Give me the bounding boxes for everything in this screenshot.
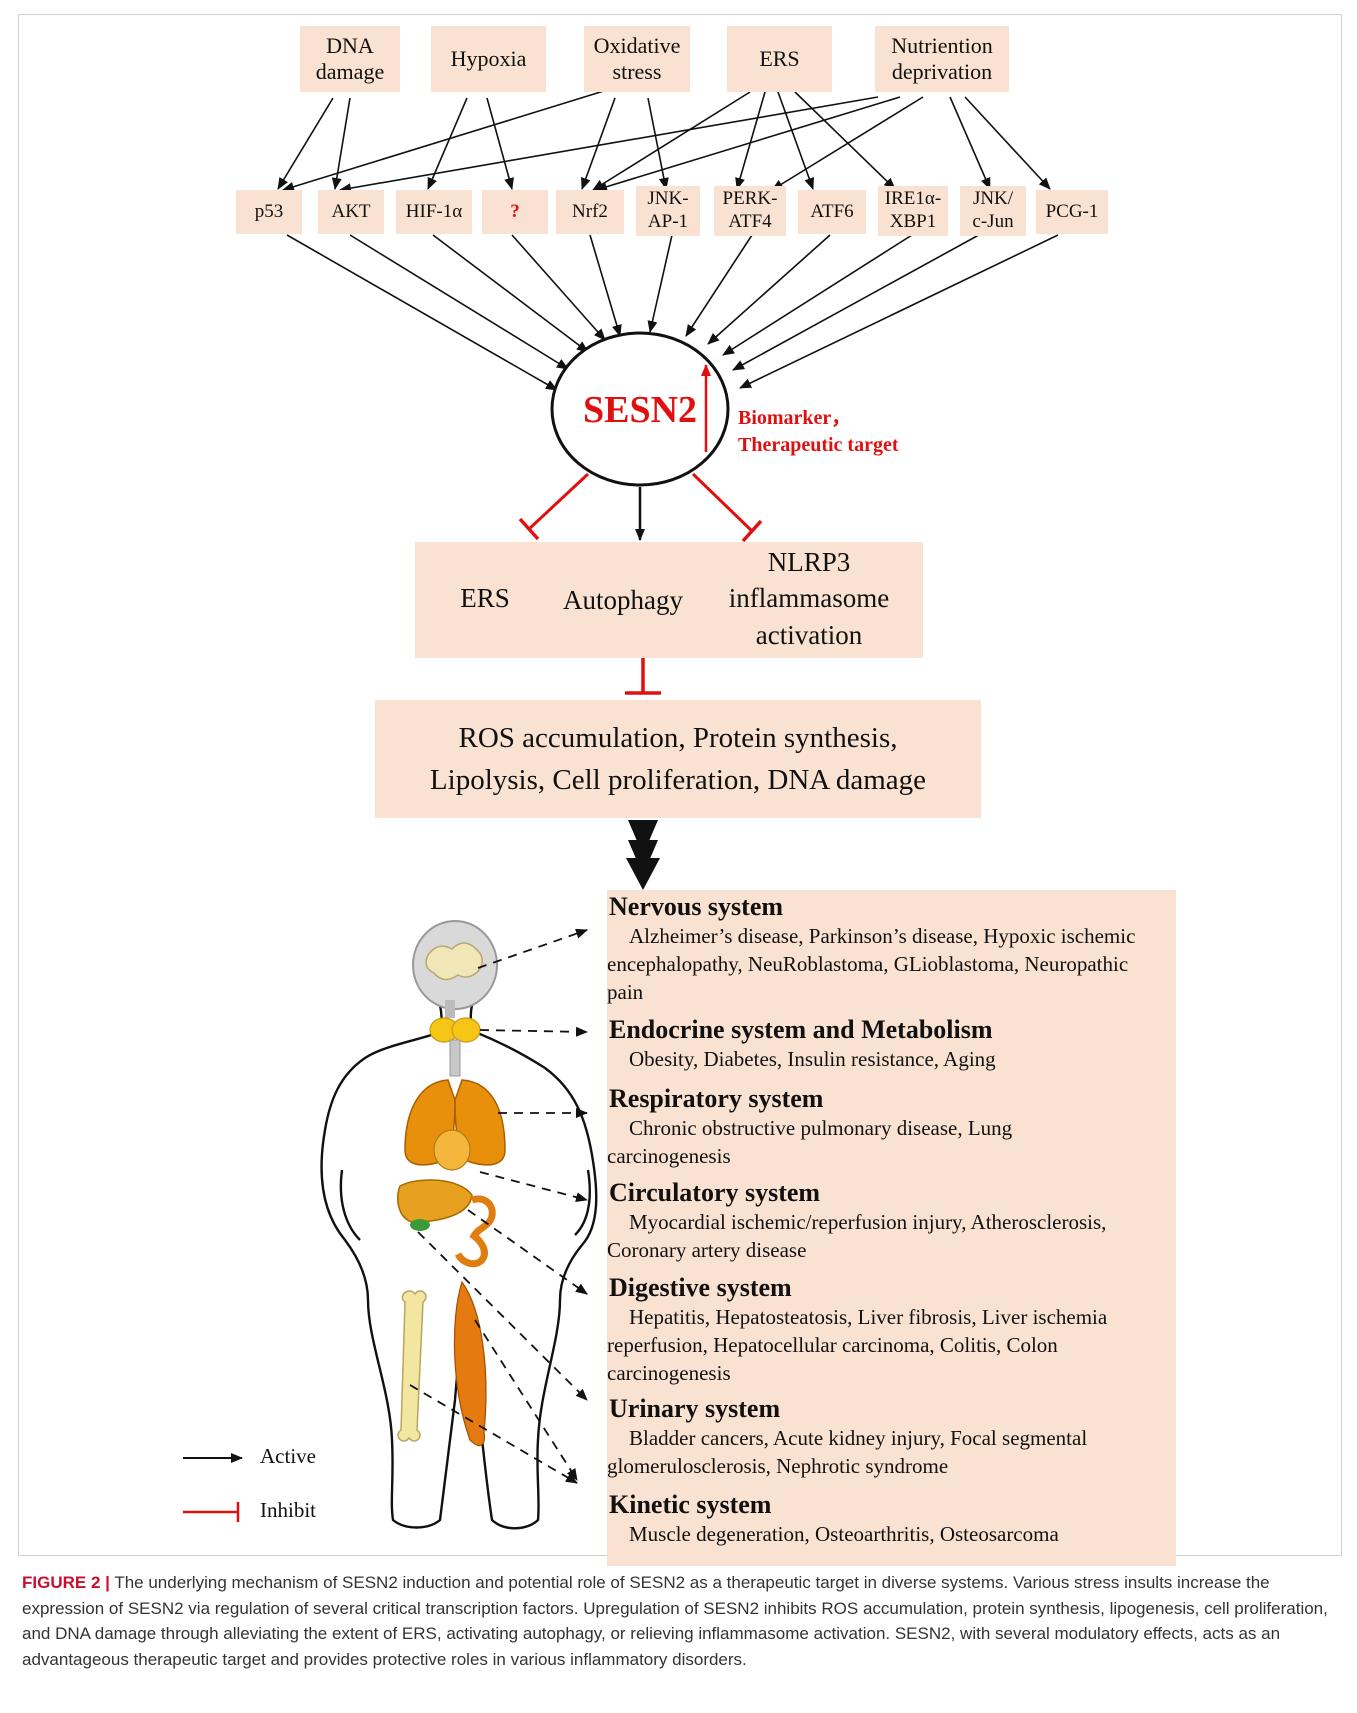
system-endocrine: Endocrine system and Metabolism Obesity,… [607,1015,1176,1073]
system-nervous: Nervous system Alzheimer’s disease, Park… [607,892,1176,1006]
caption-label: FIGURE 2 | [22,1573,110,1592]
system-desc: Myocardial ischemic/reperfusion injury, … [607,1208,1176,1264]
system-desc: Chronic obstructive pulmonary disease, L… [607,1114,1176,1170]
factor-jnk-cjun: JNK/ c-Jun [960,186,1026,236]
stressor-nutrient-deprivation: Nutriention deprivation [875,26,1009,92]
system-title: Urinary system [609,1394,1176,1424]
factor-unknown: ? [482,190,548,234]
sesn2-label: SESN2 [560,388,720,432]
factor-akt: AKT [318,190,384,234]
biomarker-note: Biomarker， Therapeutic target [738,405,899,459]
system-digestive: Digestive system Hepatitis, Hepatosteato… [607,1273,1176,1387]
figure-caption: FIGURE 2 | The underlying mechanism of S… [22,1570,1332,1672]
factor-perk-atf4: PERK- ATF4 [714,186,786,236]
stress-to-factor-arrows [278,90,1050,190]
stressor-dna-damage: DNA damage [300,26,400,92]
stressor-hypoxia: Hypoxia [431,26,546,92]
legend-marks [183,1458,242,1522]
human-body [322,1001,597,1528]
factor-atf6: ATF6 [798,190,866,234]
heart-icon [434,1130,470,1170]
outcome-arrow [626,820,660,890]
system-respiratory: Respiratory system Chronic obstructive p… [607,1084,1176,1170]
system-title: Endocrine system and Metabolism [609,1015,1176,1045]
system-desc: Hepatitis, Hepatosteatosis, Liver fibros… [607,1303,1176,1387]
mechanism-autophagy: Autophagy [548,582,698,618]
system-desc: Bladder cancers, Acute kidney injury, Fo… [607,1424,1176,1480]
system-urinary: Urinary system Bladder cancers, Acute ki… [607,1394,1176,1480]
system-desc: Muscle degeneration, Osteoarthritis, Ost… [607,1520,1176,1548]
mechanism-ers: ERS [448,580,522,616]
system-title: Nervous system [609,892,1176,922]
factor-p53: p53 [236,190,302,234]
stressor-ers: ERS [727,26,832,92]
outcomes-box: ROS accumulation, Protein synthesis, Lip… [375,700,981,818]
system-title: Kinetic system [609,1490,1176,1520]
factor-nrf2: Nrf2 [556,190,624,234]
legend-inhibit: Inhibit [260,1498,316,1523]
factor-jnk-ap1: JNK- AP-1 [636,186,700,236]
legend-active: Active [260,1444,316,1469]
mechanism-inhibit [625,658,661,693]
system-kinetic: Kinetic system Muscle degeneration, Oste… [607,1490,1176,1548]
mechanism-nlrp3: NLRP3 inflammasome activation [710,544,908,653]
factor-hif1a: HIF-1α [396,190,472,234]
factor-ire1a-xbp1: IRE1α- XBP1 [878,186,948,236]
caption-text: The underlying mechanism of SESN2 induct… [22,1573,1328,1669]
system-title: Respiratory system [609,1084,1176,1114]
system-desc: Obesity, Diabetes, Insulin resistance, A… [607,1045,1176,1073]
system-circulatory: Circulatory system Myocardial ischemic/r… [607,1178,1176,1264]
brain-icon [413,921,497,1018]
factor-pcg1: PCG-1 [1036,190,1108,234]
system-desc: Alzheimer’s disease, Parkinson’s disease… [607,922,1176,1006]
stressor-oxidative-stress: Oxidative stress [584,26,690,92]
system-title: Circulatory system [609,1178,1176,1208]
system-title: Digestive system [609,1273,1176,1303]
